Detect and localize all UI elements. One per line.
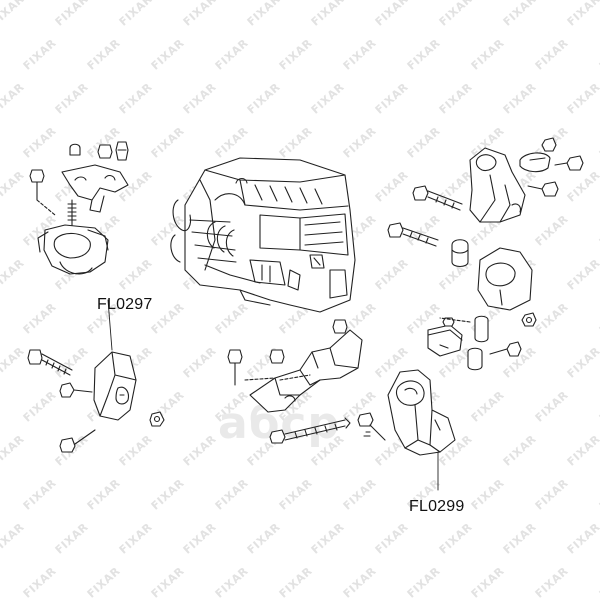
center-bracket-group — [227, 319, 363, 444]
right-upper-mount-group — [387, 137, 584, 371]
fl0297-mount — [27, 299, 165, 453]
engine-block — [170, 157, 356, 313]
left-upper-mount-group — [29, 141, 129, 275]
fl0299-mount — [357, 317, 463, 491]
part-number-fl0299: FL0299 — [409, 498, 465, 515]
part-number-fl0297: FL0297 — [97, 296, 153, 313]
